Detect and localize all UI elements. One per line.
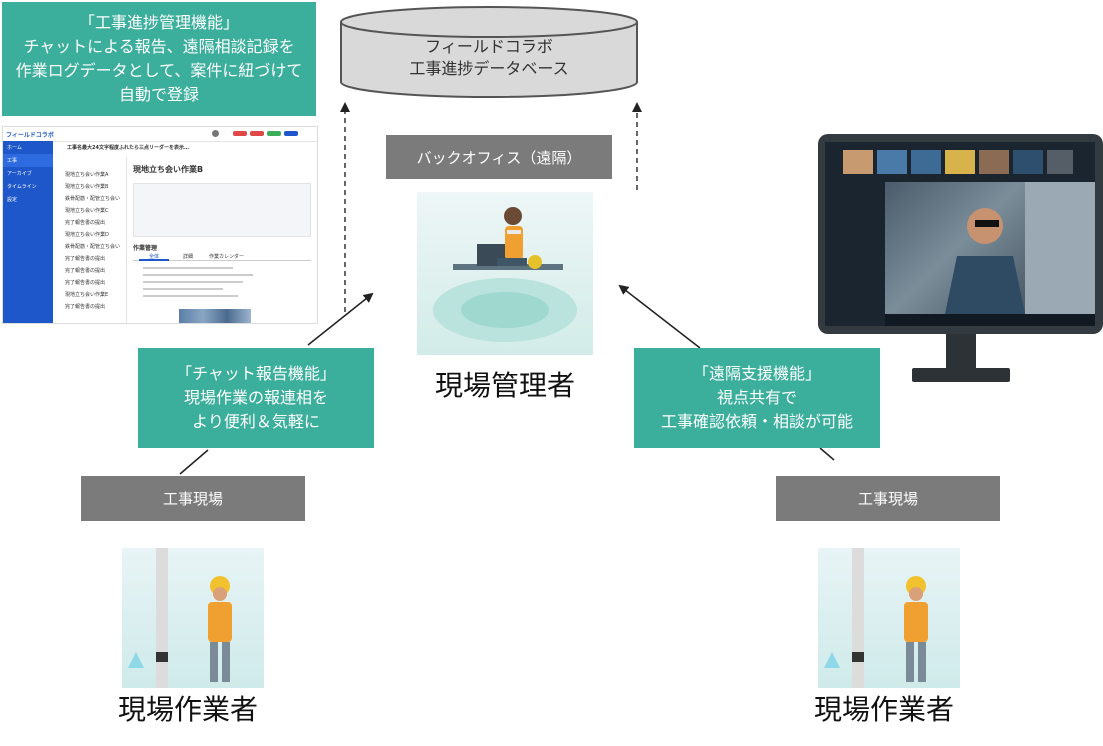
arrow-remote-to-manager xyxy=(620,286,700,348)
monitor-base xyxy=(912,368,1010,382)
worker-figure-svg-left xyxy=(122,548,264,688)
manager-illustration xyxy=(417,192,593,355)
chat-report-line1: 「チャット報告機能」 xyxy=(176,362,336,386)
video-toolbar xyxy=(885,314,1095,326)
monitor-screen xyxy=(825,142,1095,326)
chat-report-line2: 現場作業の報連相を xyxy=(184,386,328,410)
worker-illustration-right xyxy=(818,548,960,688)
remote-support-line3: 工事確認依頼・相談が可能 xyxy=(661,410,853,434)
arrow-site-to-chat xyxy=(180,450,208,474)
chat-report-box: 「チャット報告機能」 現場作業の報連相を より便利＆気軽に xyxy=(138,348,374,448)
chat-report-line3: より便利＆気軽に xyxy=(192,410,320,434)
worker-role-label-left: 現場作業者 xyxy=(88,688,288,728)
worker-video-svg xyxy=(885,182,1095,314)
manager-figure-svg xyxy=(417,192,593,355)
site-label-left: 工事現場 xyxy=(81,476,305,521)
arrow-site-to-remote xyxy=(820,448,834,460)
remote-support-box: 「遠隔支援機能」 視点共有で 工事確認依頼・相談が可能 xyxy=(634,348,880,448)
worker-illustration-left xyxy=(122,548,264,688)
arrow-chat-to-manager xyxy=(308,294,372,345)
participant-thumbnails xyxy=(843,150,1073,176)
monitor-neck xyxy=(946,334,976,368)
site-label-right: 工事現場 xyxy=(776,476,1000,521)
video-feed xyxy=(885,182,1095,314)
manager-role-label: 現場管理者 xyxy=(405,364,605,404)
monitor xyxy=(818,134,1103,334)
remote-support-line1: 「遠隔支援機能」 xyxy=(693,362,821,386)
backoffice-label: バックオフィス（遠隔） xyxy=(386,135,612,179)
remote-support-line2: 視点共有で xyxy=(717,386,797,410)
worker-figure-svg-right xyxy=(818,548,960,688)
worker-role-label-right: 現場作業者 xyxy=(784,688,984,728)
